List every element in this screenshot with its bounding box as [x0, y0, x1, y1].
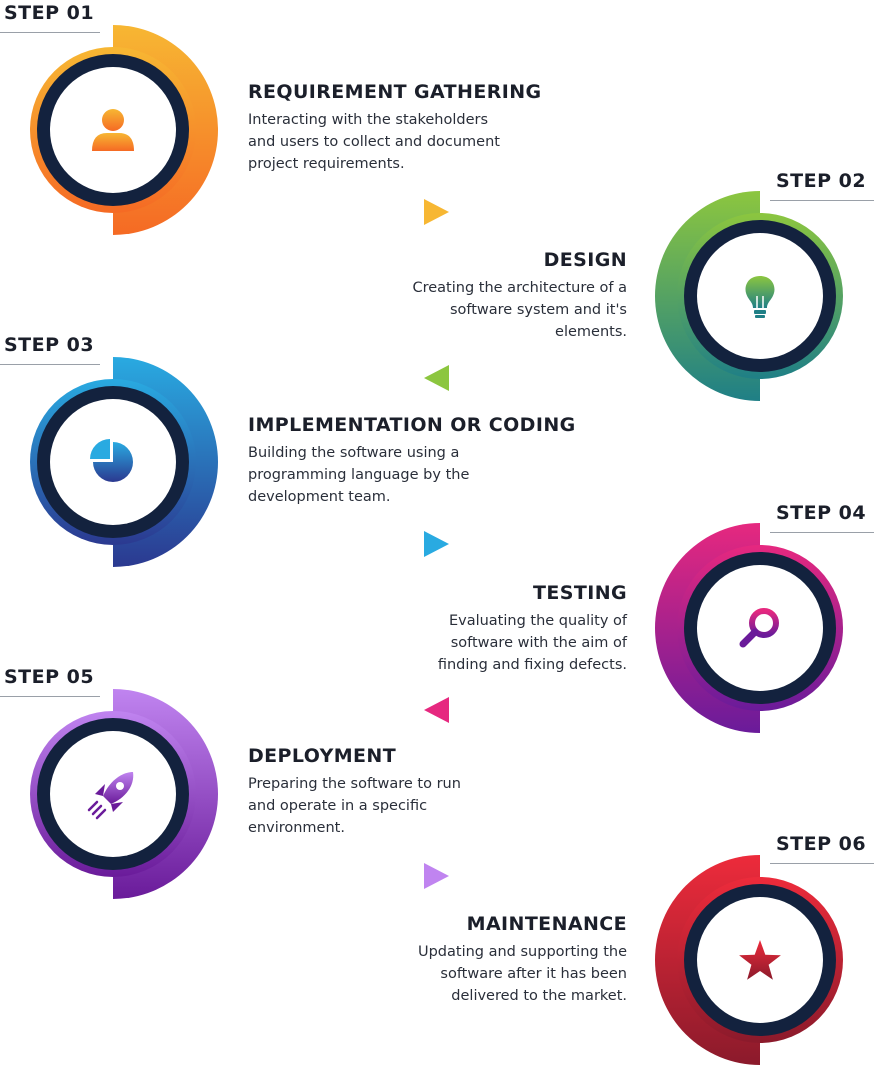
step-05-underline — [0, 696, 100, 697]
step-05-description: Preparing the software to run and operat… — [248, 776, 461, 836]
step-03-underline — [0, 364, 100, 365]
step-05-title: DEPLOYMENT — [248, 745, 397, 767]
step-4-inner-disc — [697, 565, 823, 691]
person-icon — [92, 109, 134, 151]
step-04-title: TESTING — [533, 582, 627, 604]
step-01-underline — [0, 32, 100, 33]
pie-chart-icon — [90, 439, 133, 482]
lightbulb-icon — [745, 276, 775, 318]
step-03-label: STEP 03 — [4, 334, 95, 356]
step-3-arrow-head — [424, 531, 449, 557]
step-02-label: STEP 02 — [776, 170, 867, 192]
step-1-graphic — [30, 25, 766, 235]
step-03-description: Building the software using a programmin… — [248, 445, 470, 505]
step-3-graphic — [30, 357, 766, 567]
rocket-icon — [87, 772, 134, 820]
step-06-title: MAINTENANCE — [466, 913, 627, 935]
step-5-arrow-head — [424, 863, 449, 889]
step-01-label: STEP 01 — [4, 2, 95, 24]
step-03-title: IMPLEMENTATION OR CODING — [248, 414, 576, 436]
step-02-description: Creating the architecture of a software … — [412, 280, 627, 340]
step-02-title: DESIGN — [543, 249, 627, 271]
step-2-graphic — [424, 191, 843, 401]
step-04-underline — [770, 532, 874, 533]
step-02-underline — [770, 200, 874, 201]
step-04-description: Evaluating the quality of software with … — [437, 613, 627, 673]
step-06-description: Updating and supporting the software aft… — [417, 944, 627, 1004]
step-6-graphic — [109, 855, 843, 1065]
step-01-title: REQUIREMENT GATHERING — [248, 81, 542, 103]
step-01-description: Interacting with the stakeholders and us… — [248, 112, 500, 172]
step-5-graphic — [30, 689, 766, 899]
step-04-label: STEP 04 — [776, 502, 867, 524]
step-05-label: STEP 05 — [4, 666, 95, 688]
step-4-graphic — [424, 523, 843, 733]
star-icon — [739, 940, 781, 980]
step-06-label: STEP 06 — [776, 833, 867, 855]
step-06-underline — [770, 863, 874, 864]
magnifier-icon — [739, 608, 779, 648]
step-1-arrow-head — [424, 199, 449, 225]
